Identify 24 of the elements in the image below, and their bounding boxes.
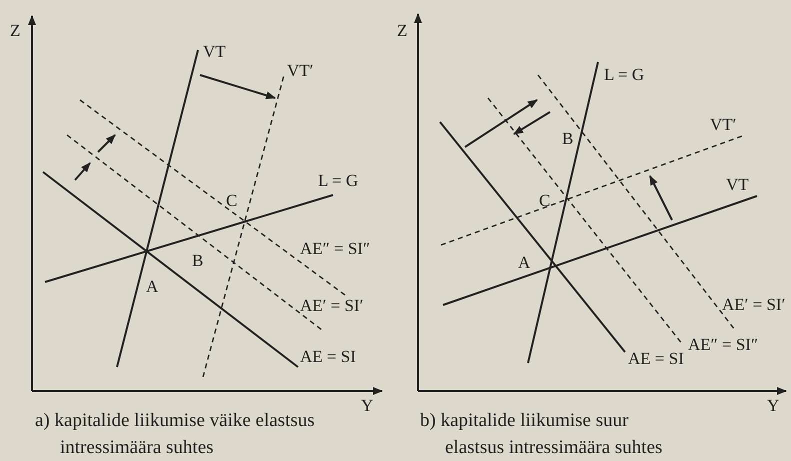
point-label: VT bbox=[203, 43, 226, 60]
axis-label: Z bbox=[10, 22, 20, 39]
curve-label: AE = SI bbox=[300, 348, 356, 365]
point-label: A bbox=[146, 278, 158, 295]
point-label: B bbox=[192, 252, 204, 269]
curve-label: VT′ bbox=[710, 116, 736, 133]
axis-label: Y bbox=[361, 397, 374, 414]
curve-label: VT′ bbox=[287, 62, 314, 79]
curve-label: AE = SI bbox=[628, 350, 684, 367]
point-label: C bbox=[539, 192, 550, 209]
curve-label: L = G bbox=[604, 66, 644, 83]
point-label: C bbox=[226, 192, 238, 209]
caption: a) kapitalide liikumise väike elastsus intressimäära suhtes bbox=[35, 409, 315, 460]
curve-label: AE′ = SI′ bbox=[300, 297, 364, 314]
axis-label: Z bbox=[397, 22, 408, 39]
point-label: B bbox=[562, 130, 574, 147]
curve-label: L = G bbox=[318, 172, 358, 189]
caption: b) kapitalide liikumise suur elastsus intressimäära suhtes bbox=[420, 409, 664, 460]
axis-label: Y bbox=[767, 397, 780, 414]
point-label: A bbox=[518, 254, 530, 271]
point-label: VT bbox=[726, 176, 749, 193]
curve-label: AE″ = SI″ bbox=[300, 240, 370, 257]
curve-label: AE″ = SI″ bbox=[688, 336, 758, 353]
curve-label: AE′ = SI′ bbox=[722, 296, 786, 313]
